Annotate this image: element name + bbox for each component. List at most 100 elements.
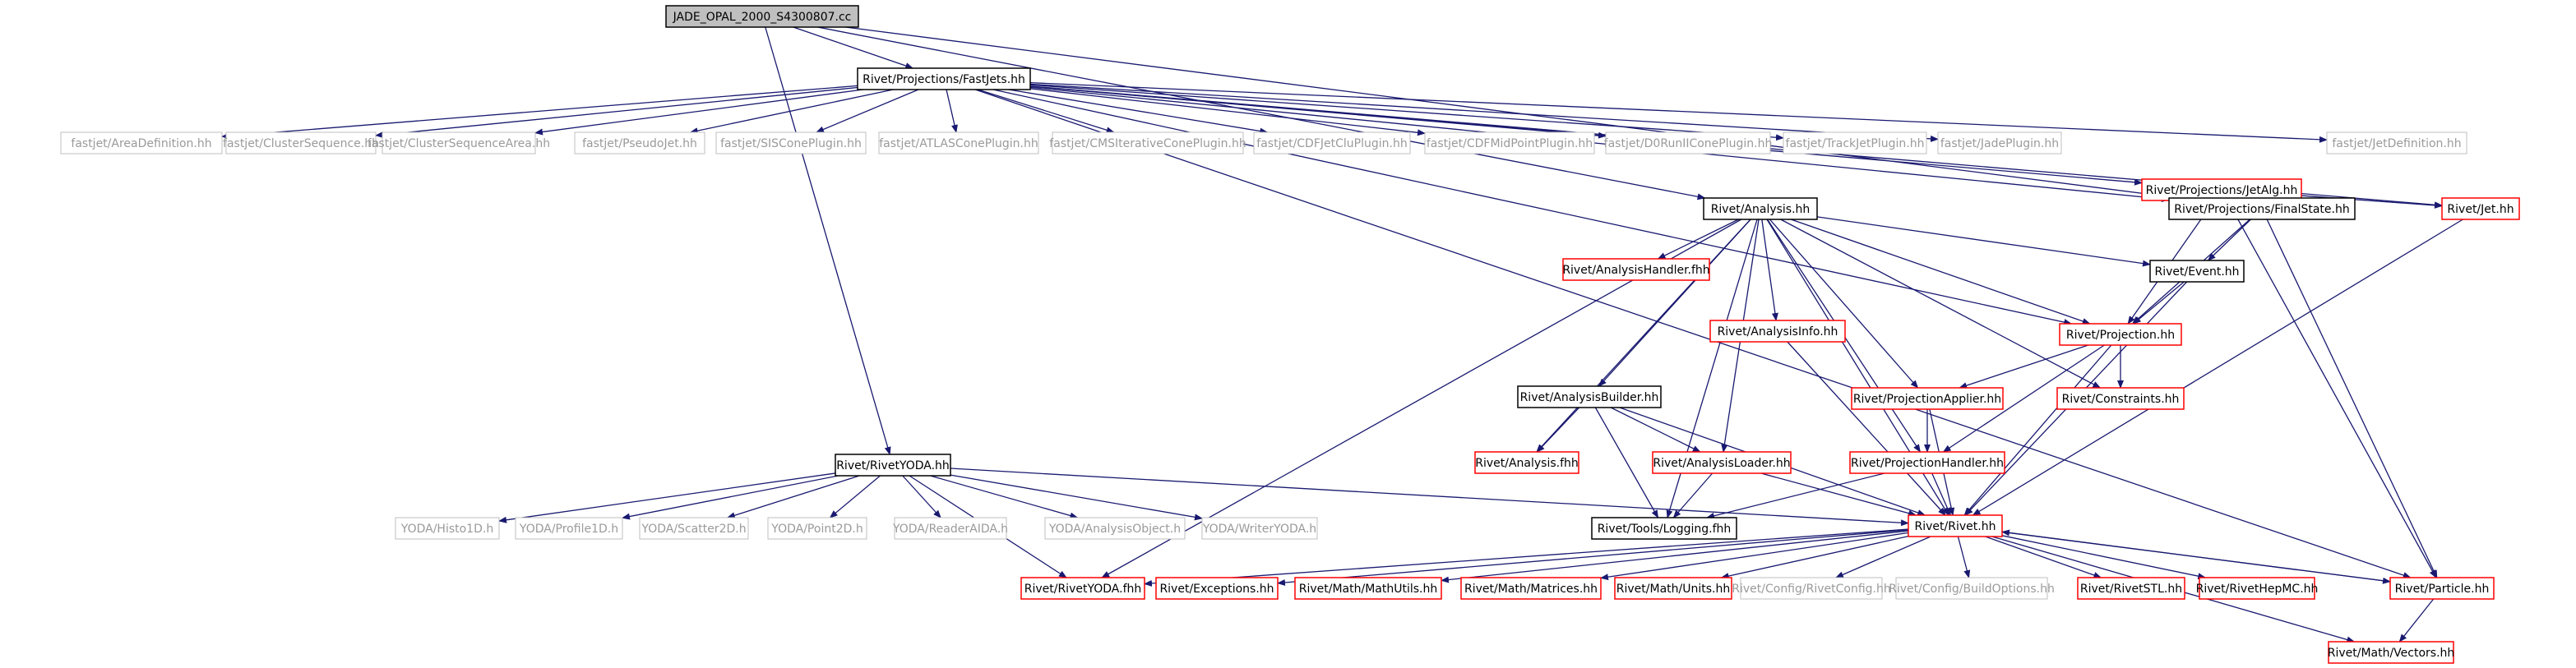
- node-box-trackjet: [1783, 131, 1927, 154]
- node-label-histo1d: YODA/Histo1D.h: [400, 523, 493, 536]
- node-box-d0: [1605, 131, 1771, 154]
- node-anafhh[interactable]: Rivet/Analysis.fhh: [1474, 451, 1579, 474]
- node-label-trackjet: fastjet/TrackJetPlugin.hh: [1786, 137, 1925, 150]
- edge-rivet-to-mathutils: [1441, 530, 1909, 583]
- node-label-finalstate: Rivet/Projections/FinalState.hh: [2174, 203, 2349, 216]
- node-label-area: fastjet/AreaDefinition.hh: [71, 137, 211, 150]
- node-matrices[interactable]: Rivet/Math/Matrices.hh: [1460, 577, 1602, 600]
- node-label-scatter2d: YODA/Scatter2D.h: [641, 523, 746, 536]
- node-projection[interactable]: Rivet/Projection.hh: [2059, 323, 2182, 346]
- node-analoader[interactable]: Rivet/AnalysisLoader.hh: [1652, 451, 1792, 474]
- edge-rivet-to-matrices: [1600, 532, 1909, 581]
- node-rivetyodafhh[interactable]: Rivet/RivetYODA.fhh: [1020, 577, 1145, 600]
- edge-projhandler-to-logging: [1706, 472, 1885, 519]
- node-histo1d: YODA/Histo1D.h: [395, 517, 500, 540]
- edge-fastjets-to-jade: [1029, 83, 1939, 142]
- edge-analysis-to-anahandler: [1657, 219, 1739, 260]
- edge-projection-to-projhandler: [1942, 344, 2105, 453]
- node-projhandler[interactable]: Rivet/ProjectionHandler.hh: [1849, 451, 2005, 474]
- edge-analoader-to-rivet: [1760, 472, 1917, 517]
- node-trackjet: fastjet/TrackJetPlugin.hh: [1783, 131, 1927, 154]
- node-box-units: [1614, 577, 1732, 600]
- node-root[interactable]: JADE_OPAL_2000_S4300807.cc: [665, 5, 859, 28]
- node-box-rivet: [1908, 514, 2003, 537]
- node-units[interactable]: Rivet/Math/Units.hh: [1614, 577, 1732, 600]
- node-anabuilder[interactable]: Rivet/AnalysisBuilder.hh: [1517, 385, 1662, 408]
- node-exceptions[interactable]: Rivet/Exceptions.hh: [1155, 577, 1279, 600]
- node-box-vectors: [2328, 641, 2454, 664]
- edge-particle-to-rivet: [2001, 529, 2391, 583]
- node-anahandler[interactable]: Rivet/AnalysisHandler.fhh: [1562, 258, 1710, 281]
- node-label-rivet: Rivet/Rivet.hh: [1915, 520, 1996, 533]
- node-label-jade: fastjet/JadePlugin.hh: [1940, 137, 2059, 150]
- edge-projection-to-rivet: [1963, 344, 2112, 516]
- node-jet[interactable]: Rivet/Jet.hh: [2441, 197, 2520, 220]
- edge-analysis-to-anainfo: [1761, 219, 1778, 321]
- node-event[interactable]: Rivet/Event.hh: [2149, 260, 2245, 283]
- node-label-mathutils: Rivet/Math/MathUtils.hh: [1299, 583, 1438, 596]
- node-vectors[interactable]: Rivet/Math/Vectors.hh: [2328, 641, 2455, 664]
- node-logging[interactable]: Rivet/Tools/Logging.fhh: [1591, 517, 1737, 540]
- node-box-matrices: [1460, 577, 1602, 600]
- node-analysis[interactable]: Rivet/Analysis.hh: [1703, 197, 1818, 220]
- node-box-exceptions: [1155, 577, 1279, 600]
- node-box-clseqarea: [382, 131, 536, 154]
- node-projapplier[interactable]: Rivet/ProjectionApplier.hh: [1851, 387, 2004, 410]
- node-label-buildopts: Rivet/Config/BuildOptions.hh: [1889, 583, 2055, 596]
- edge-finalstate-to-particle: [2266, 219, 2438, 578]
- node-label-clseq: fastjet/ClusterSequence.hh: [223, 137, 379, 150]
- node-jetalg[interactable]: Rivet/Projections/JetAlg.hh: [2141, 178, 2302, 201]
- edge-rivetyoda-to-readeraida: [902, 475, 941, 518]
- node-constraints[interactable]: Rivet/Constraints.hh: [2056, 387, 2185, 410]
- node-box-jetdef: [2326, 131, 2467, 154]
- edge-fastjets-to-cdfmid: [1029, 88, 1426, 136]
- node-rivetstl[interactable]: Rivet/RivetSTL.hh: [2077, 577, 2185, 600]
- node-rivet[interactable]: Rivet/Rivet.hh: [1908, 514, 2003, 537]
- node-anainfo[interactable]: Rivet/AnalysisInfo.hh: [1709, 320, 1846, 343]
- node-label-point2d: YODA/Point2D.h: [770, 523, 863, 536]
- edge-root-to-rivetyoda: [765, 26, 891, 455]
- node-label-anainfo: Rivet/AnalysisInfo.hh: [1718, 325, 1838, 339]
- node-box-logging: [1591, 517, 1737, 540]
- node-box-constraints: [2056, 387, 2185, 410]
- node-box-anainfo: [1709, 320, 1846, 343]
- node-jetdef: fastjet/JetDefinition.hh: [2326, 131, 2467, 154]
- node-box-hepmc: [2199, 577, 2315, 600]
- edge-anabuilder-to-analoader: [1610, 407, 1701, 453]
- node-label-event: Rivet/Event.hh: [2154, 265, 2239, 279]
- edge-fastjets-to-clseq: [375, 86, 858, 139]
- node-fastjets[interactable]: Rivet/Projections/FastJets.hh: [857, 67, 1031, 90]
- node-anaobject: YODA/AnalysisObject.h: [1044, 517, 1186, 540]
- node-box-mathutils: [1294, 577, 1442, 600]
- node-d0: fastjet/D0RunIIConePlugin.hh: [1604, 131, 1772, 154]
- node-label-fastjets: Rivet/Projections/FastJets.hh: [863, 73, 1025, 86]
- node-cdfmid: fastjet/CDFMidPointPlugin.hh: [1424, 131, 1595, 154]
- edge-rivet-to-buildopts: [1957, 536, 1971, 578]
- node-finalstate[interactable]: Rivet/Projections/FinalState.hh: [2168, 197, 2356, 220]
- node-particle[interactable]: Rivet/Particle.hh: [2389, 577, 2495, 600]
- edge-fastjets-to-pseudo: [689, 89, 894, 135]
- node-rivetyoda[interactable]: Rivet/RivetYODA.hh: [835, 454, 951, 477]
- node-readeraida: YODA/ReaderAIDA.h: [892, 517, 1008, 540]
- node-box-jade: [1937, 131, 2062, 154]
- node-box-jetalg: [2141, 178, 2302, 201]
- edge-finalstate-to-event: [2207, 219, 2251, 261]
- node-label-anabuilder: Rivet/AnalysisBuilder.hh: [1520, 391, 1659, 404]
- node-mathutils[interactable]: Rivet/Math/MathUtils.hh: [1294, 577, 1442, 600]
- node-label-root: JADE_OPAL_2000_S4300807.cc: [673, 11, 852, 24]
- node-hepmc[interactable]: Rivet/RivetHepMC.hh: [2196, 577, 2319, 600]
- node-siscone: fastjet/SISConePlugin.hh: [715, 131, 867, 154]
- edge-particle-to-vectors: [2398, 598, 2435, 643]
- node-atlas: fastjet/ATLASConePlugin.hh: [878, 131, 1039, 154]
- node-label-projection: Rivet/Projection.hh: [2066, 329, 2175, 342]
- node-box-histo1d: [395, 517, 500, 540]
- node-box-fastjets: [857, 67, 1031, 90]
- node-box-scatter2d: [639, 517, 749, 540]
- edge-anabuilder-to-logging: [1594, 407, 1659, 518]
- node-label-hepmc: Rivet/RivetHepMC.hh: [2196, 583, 2319, 596]
- node-label-profile1d: YODA/Profile1D.h: [519, 523, 618, 536]
- edge-fastjets-to-particle: [974, 89, 2412, 578]
- edge-rivetyoda-to-histo1d: [498, 472, 836, 523]
- edge-fastjets-to-siscone: [816, 89, 919, 133]
- edge-projection-to-projapplier: [1959, 344, 2089, 389]
